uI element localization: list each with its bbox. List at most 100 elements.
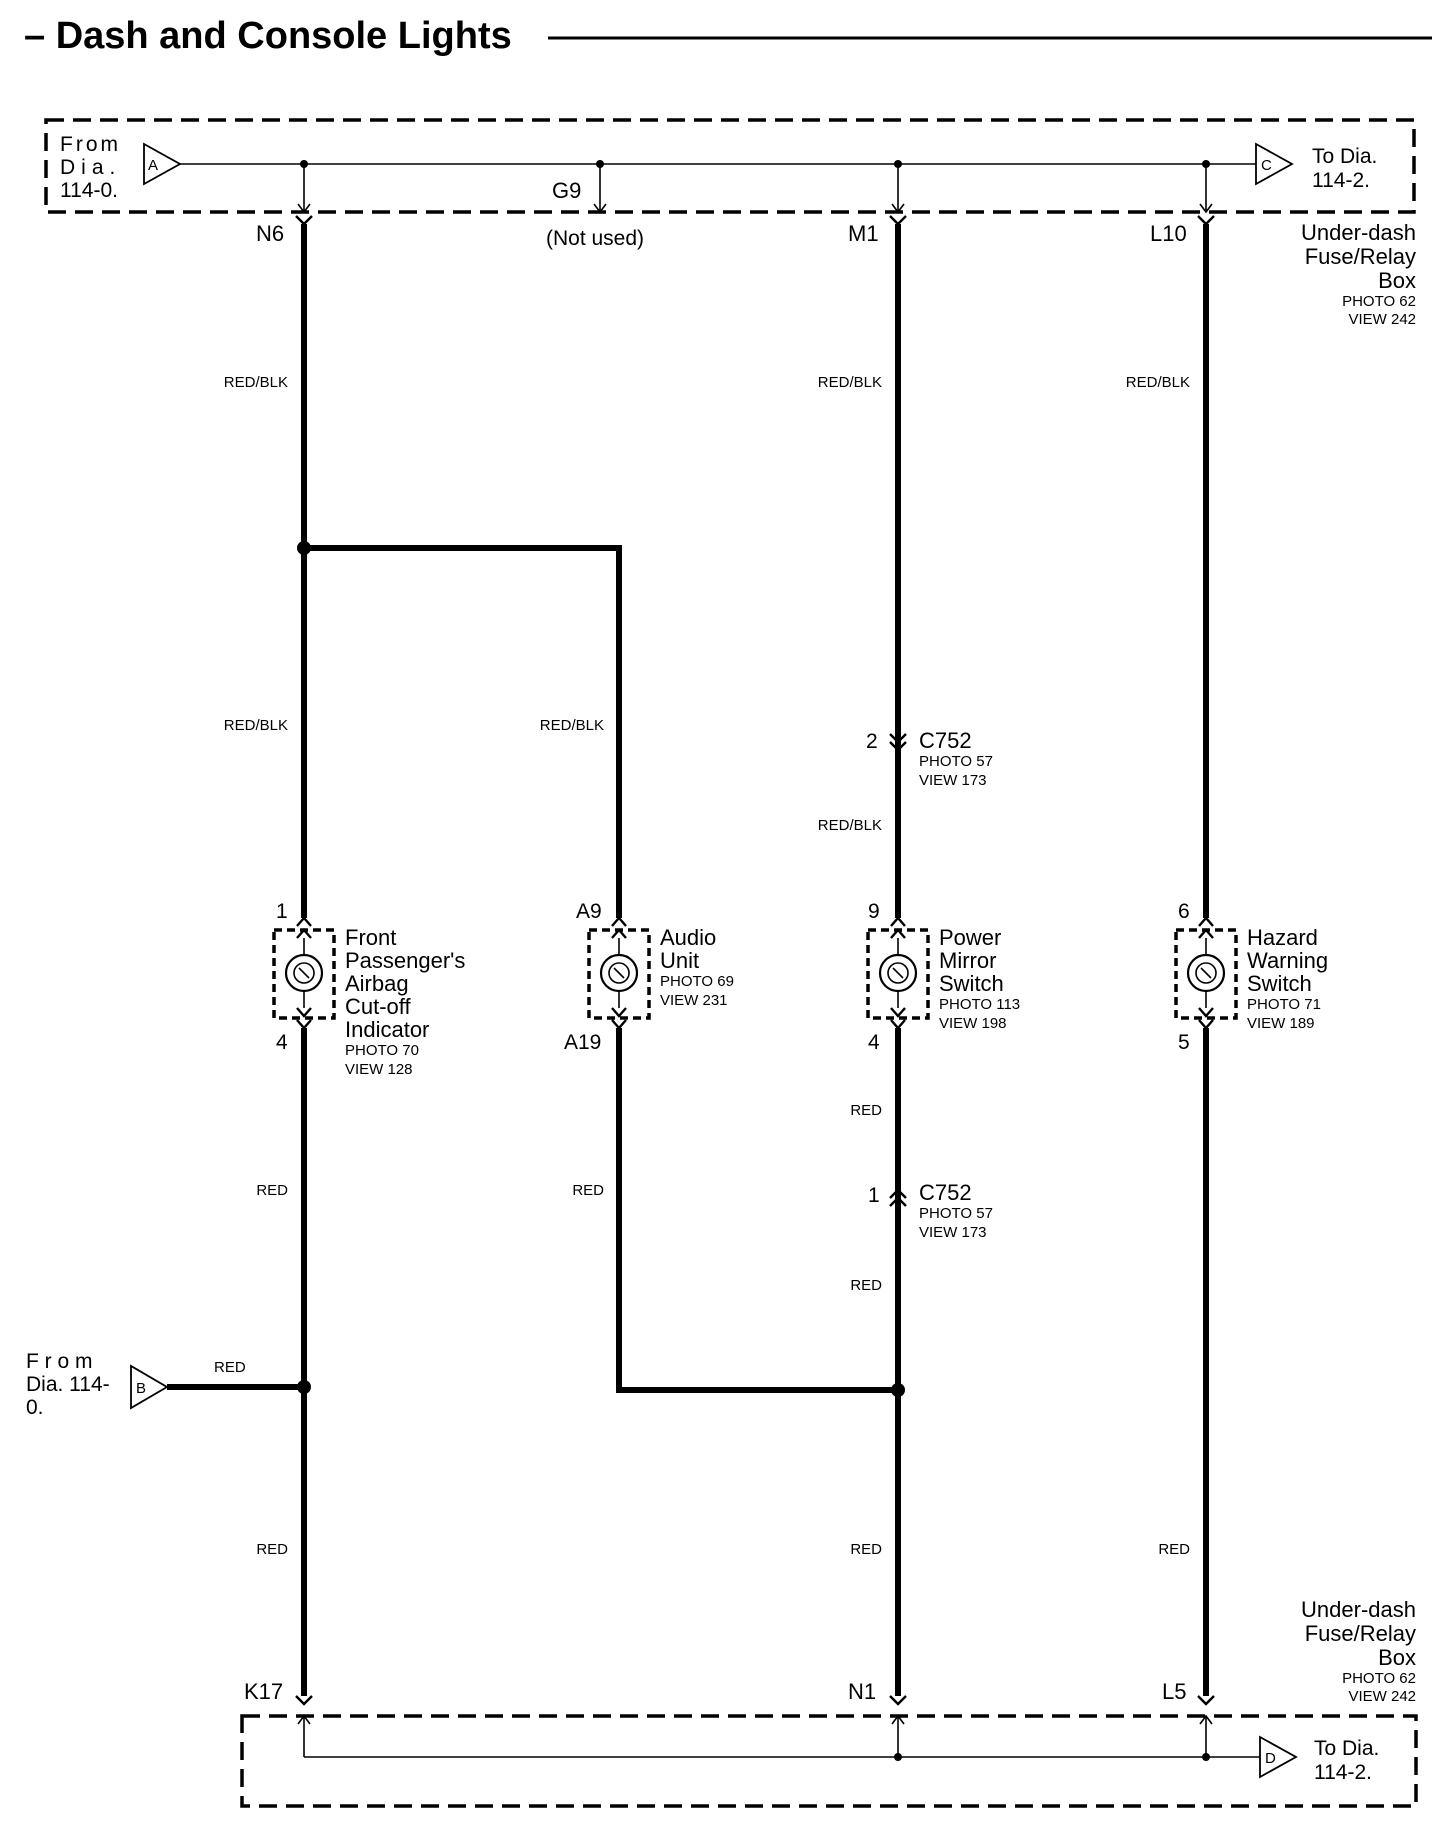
col2-mid-wire-label: RED/BLK: [540, 717, 604, 734]
c752-upper-pin: 2: [866, 730, 878, 753]
bottom-bus-lines: [297, 1714, 1260, 1761]
pin-n6-label: N6: [256, 221, 284, 246]
airbag-name-4: Cut-off: [345, 994, 412, 1019]
mirror-pin-out: 4: [868, 1031, 880, 1054]
bottom-fuse-box-outline: [240, 1714, 1418, 1808]
feed-b-from-1: F r o m: [26, 1350, 93, 1373]
pin-g9-label: G9: [552, 178, 581, 203]
bottom-fuse-box-name-3: Box: [1378, 1645, 1416, 1670]
bottom-fuse-box-name-2: Fuse/Relay: [1305, 1621, 1416, 1646]
airbag-pin-out: 4: [276, 1031, 288, 1054]
audio-name-2: Unit: [660, 948, 699, 973]
mirror-name-3: Switch: [939, 971, 1004, 996]
bottom-to-label-2: 114-2.: [1314, 1761, 1372, 1784]
connector-c-label: C: [1261, 157, 1272, 174]
connector-a-label: A: [148, 157, 158, 174]
junction-dot-col3: [891, 1383, 905, 1397]
pin-n1-label: N1: [848, 1679, 876, 1704]
pin-m1-label: M1: [848, 221, 879, 246]
c752-lower-view: VIEW 173: [919, 1224, 987, 1241]
branch-wire-to-audio: [304, 545, 622, 918]
power-mirror-switch-symbol: 9 4: [866, 900, 930, 1054]
audio-photo: PHOTO 69: [660, 973, 734, 990]
audio-name-1: Audio: [660, 925, 716, 950]
bottom-fuse-box-name-1: Under-dash: [1301, 1597, 1416, 1622]
airbag-name-3: Airbag: [345, 971, 409, 996]
top-fuse-box-photo: PHOTO 62: [1342, 293, 1416, 310]
col1-lower-wire-label: RED: [256, 1182, 288, 1199]
hazard-view: VIEW 189: [1247, 1015, 1315, 1032]
col2-lower-wire: [616, 1028, 898, 1393]
airbag-name-5: Indicator: [345, 1017, 429, 1042]
top-from-label-2: Dia.: [60, 156, 121, 179]
top-to-label-1: To Dia.: [1312, 145, 1377, 168]
c752-upper-view: VIEW 173: [919, 772, 987, 789]
airbag-view: VIEW 128: [345, 1061, 413, 1078]
feed-b-from-2: Dia. 114-: [26, 1373, 110, 1396]
c752-upper-connector: 2: [866, 730, 907, 753]
airbag-indicator-symbol: 1 4: [272, 900, 336, 1054]
col3-bottom-wire-label: RED: [850, 1541, 882, 1558]
connector-d-label: D: [1265, 1750, 1276, 1767]
bottom-fuse-box-view: VIEW 242: [1348, 1688, 1416, 1705]
top-fuse-box-outline: [44, 118, 1416, 214]
bottom-to-label-1: To Dia.: [1314, 1737, 1379, 1760]
top-from-label-1: From: [60, 133, 121, 156]
top-fuse-box-name-3: Box: [1378, 268, 1416, 293]
airbag-name-2: Passenger's: [345, 948, 465, 973]
top-fuse-box-name-1: Under-dash: [1301, 220, 1416, 245]
col1-mid-wire-label: RED/BLK: [224, 717, 288, 734]
audio-pin-out: A19: [564, 1031, 601, 1054]
c752-upper-name: C752: [919, 728, 972, 753]
mirror-name-1: Power: [939, 925, 1001, 950]
airbag-pin-in: 1: [276, 900, 288, 923]
hazard-pin-out: 5: [1178, 1031, 1190, 1054]
hazard-pin-in: 6: [1178, 900, 1190, 923]
c752-lower-pin: 1: [868, 1184, 880, 1207]
connector-d-icon: D: [1259, 1735, 1298, 1779]
audio-view: VIEW 231: [660, 992, 728, 1009]
top-from-label-3: 114-0.: [60, 179, 118, 202]
c752-upper-photo: PHOTO 57: [919, 753, 993, 770]
top-bus-drops: [297, 160, 1213, 214]
col1-top-wire-label: RED/BLK: [224, 374, 288, 391]
not-used-note: (Not used): [546, 227, 644, 250]
mirror-pin-in: 9: [868, 900, 880, 923]
col4-bottom-wire-label: RED: [1158, 1541, 1190, 1558]
audio-pin-in: A9: [576, 900, 602, 923]
airbag-name-1: Front: [345, 925, 396, 950]
col4-top-wire-label: RED/BLK: [1126, 374, 1190, 391]
feed-b-wire-label: RED: [214, 1359, 246, 1376]
col3-lower2-wire-label: RED: [850, 1277, 882, 1294]
col3-lower1-wire-label: RED: [850, 1102, 882, 1119]
bottom-fuse-box-photo: PHOTO 62: [1342, 1670, 1416, 1687]
c752-lower-name: C752: [919, 1180, 972, 1205]
hazard-warning-switch-symbol: 6 5: [1174, 900, 1238, 1054]
hazard-name-1: Hazard: [1247, 925, 1318, 950]
c752-lower-connector: 1: [868, 1184, 907, 1207]
hazard-name-3: Switch: [1247, 971, 1312, 996]
col2-lower-wire-label: RED: [572, 1182, 604, 1199]
hazard-name-2: Warning: [1247, 948, 1328, 973]
diagram-title: – Dash and Console Lights: [24, 15, 512, 57]
connector-a-icon: A: [143, 142, 182, 186]
pin-k17-label: K17: [244, 1679, 283, 1704]
connector-c-icon: C: [1255, 142, 1294, 186]
pin-l5-label: L5: [1162, 1679, 1186, 1704]
connector-b-icon: B: [130, 1364, 169, 1410]
top-fuse-box-name-2: Fuse/Relay: [1305, 244, 1416, 269]
airbag-photo: PHOTO 70: [345, 1042, 419, 1059]
top-fuse-box-view: VIEW 242: [1348, 311, 1416, 328]
col3-top-wire-label: RED/BLK: [818, 374, 882, 391]
mirror-view: VIEW 198: [939, 1015, 1007, 1032]
top-terminal-marks: [295, 215, 1215, 226]
connector-b-label: B: [136, 1380, 146, 1397]
col3-mid-wire-label: RED/BLK: [818, 817, 882, 834]
feed-b-from-3: 0.: [26, 1396, 44, 1419]
bottom-terminal-marks: [295, 1695, 1215, 1706]
audio-unit-symbol: A9 A19: [564, 900, 651, 1054]
col1-bottom-wire-label: RED: [256, 1541, 288, 1558]
top-to-label-2: 114-2.: [1312, 169, 1370, 192]
pin-l10-label: L10: [1150, 221, 1187, 246]
